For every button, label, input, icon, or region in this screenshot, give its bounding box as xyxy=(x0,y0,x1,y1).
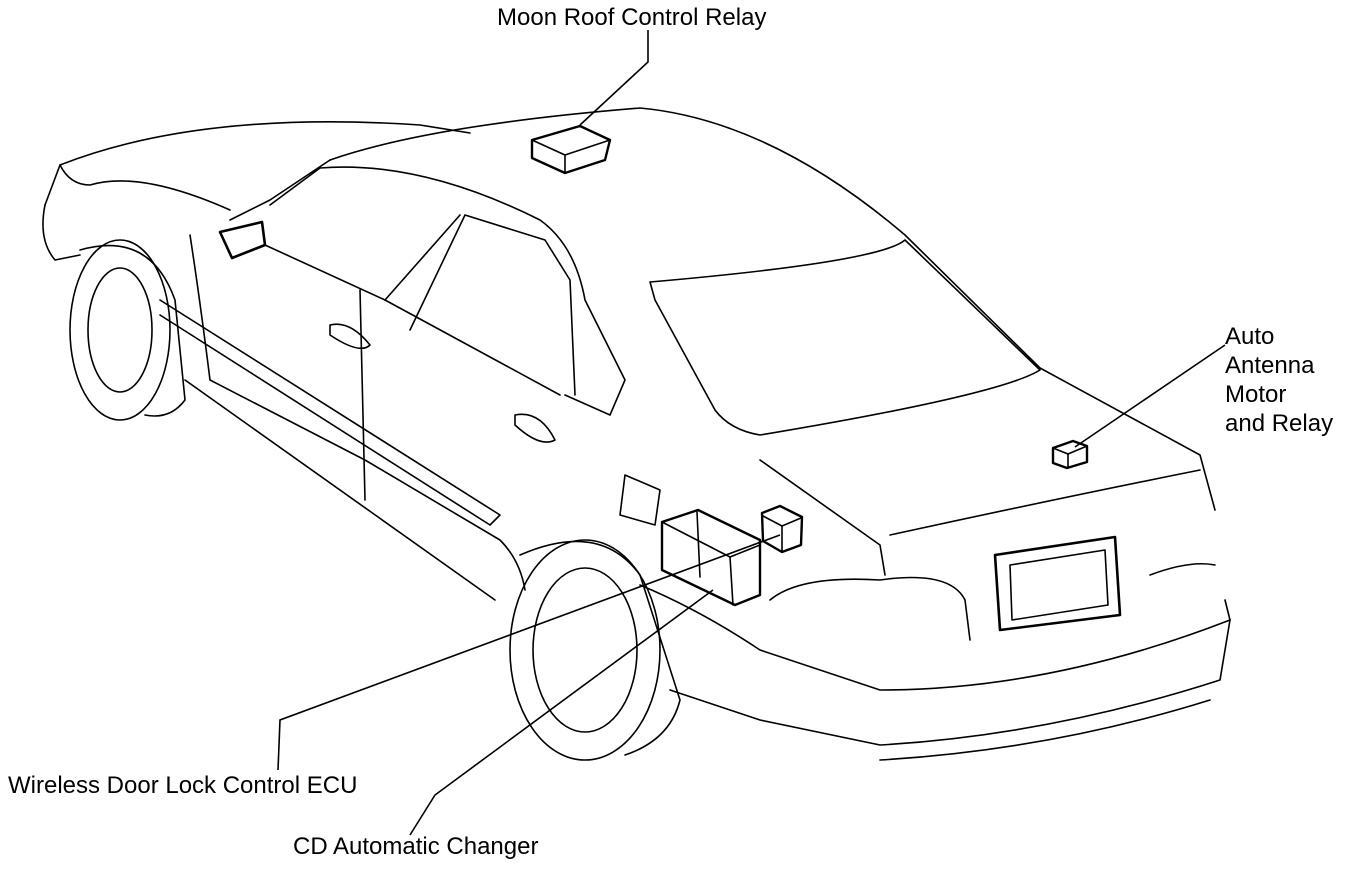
leader-antenna xyxy=(1074,344,1226,448)
cd-changer-label: CD Automatic Changer xyxy=(293,833,539,860)
auto-antenna-label: Auto Antenna Motor and Relay xyxy=(1225,322,1333,438)
wireless-ecu-label: Wireless Door Lock Control ECU xyxy=(8,772,358,799)
auto-antenna-line-4: and Relay xyxy=(1225,410,1334,437)
leader-moon-roof xyxy=(579,30,649,126)
leader-cd-changer xyxy=(409,589,714,836)
auto-antenna-line-1: Auto xyxy=(1225,323,1275,350)
cd-changer-box xyxy=(660,508,762,607)
auto-antenna-line-3: Motor xyxy=(1225,381,1287,408)
auto-antenna-line-2: Antenna xyxy=(1225,352,1315,379)
leader-lines xyxy=(277,30,1226,836)
moon-roof-relay-box xyxy=(530,124,612,175)
car-body xyxy=(42,107,1231,761)
leader-wireless-ecu xyxy=(277,534,781,771)
auto-antenna-box xyxy=(1051,439,1089,470)
wireless-ecu-box xyxy=(760,504,804,554)
moon-roof-relay-label: Moon Roof Control Relay xyxy=(497,4,767,31)
